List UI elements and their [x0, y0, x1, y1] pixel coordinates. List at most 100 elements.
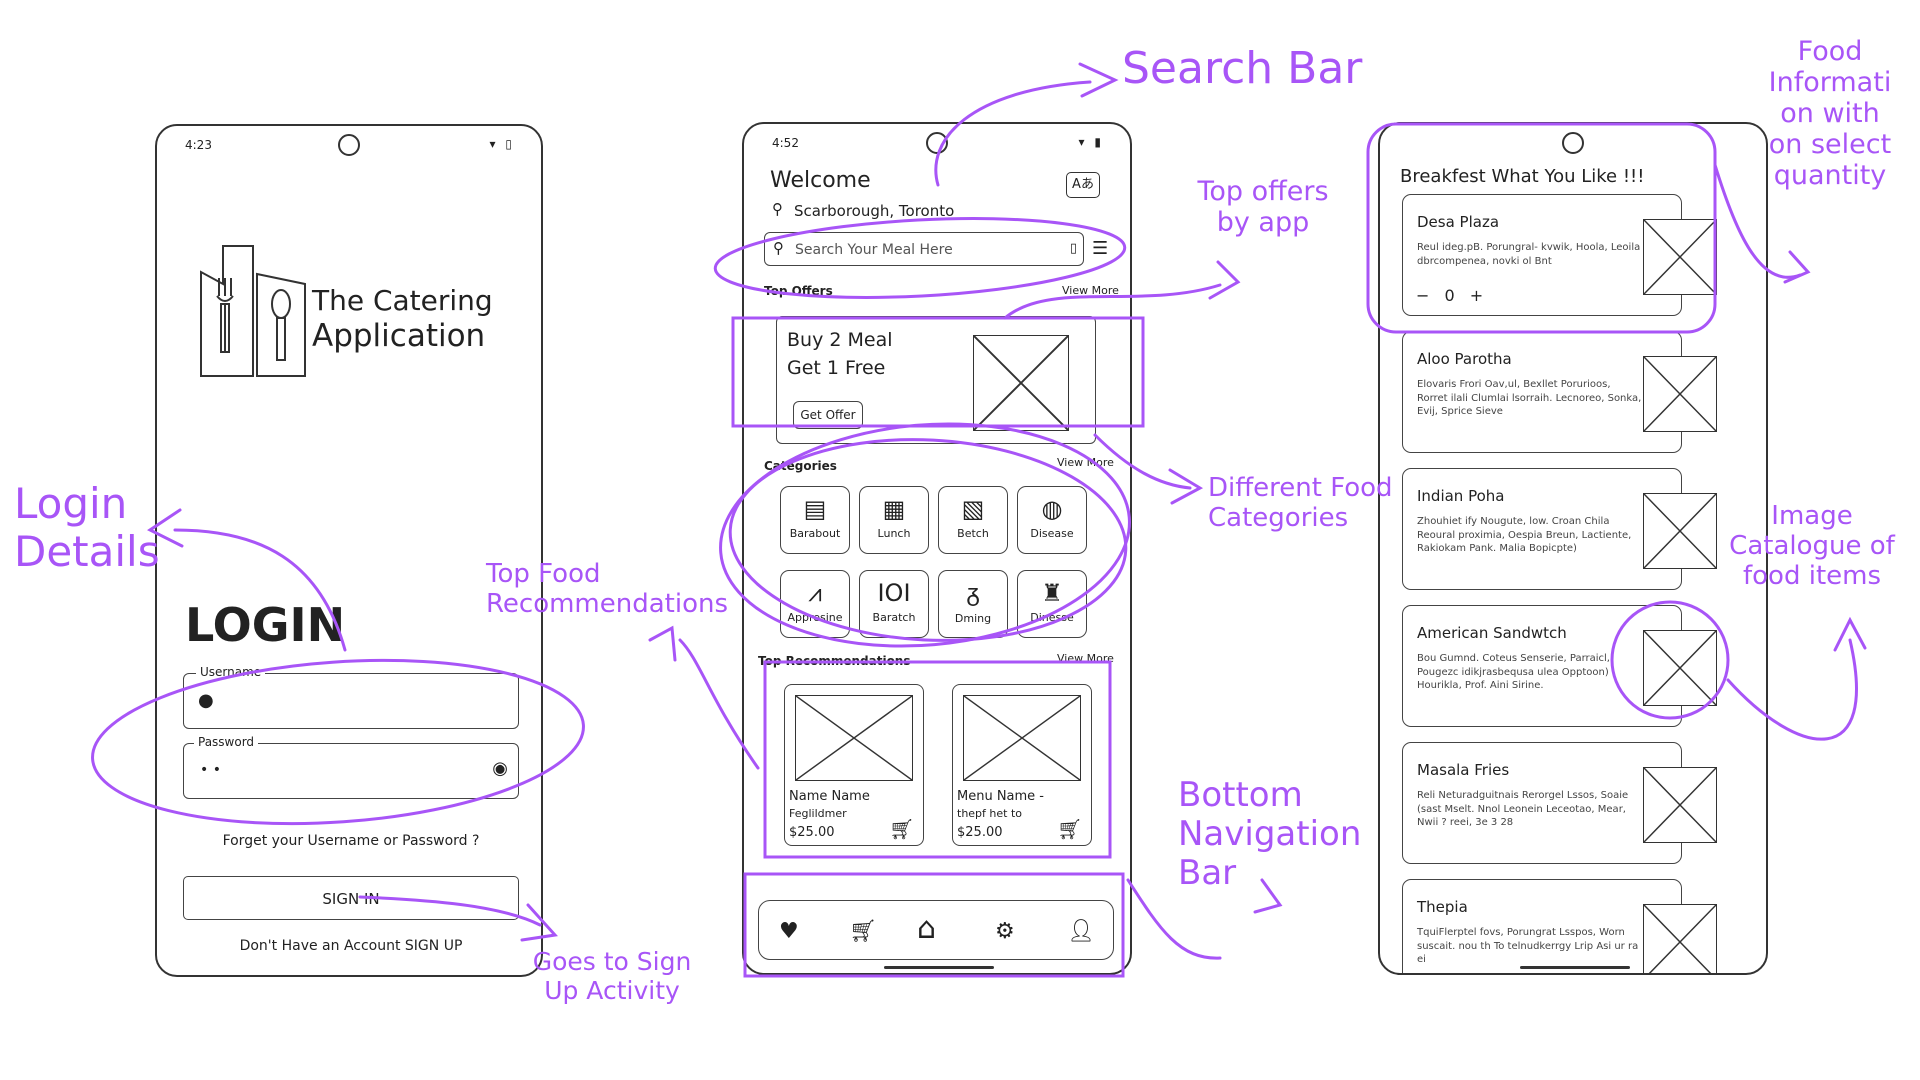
login-heading: LOGIN: [185, 598, 346, 652]
sign-in-button[interactable]: SIGN IN: [183, 876, 519, 920]
mic-icon[interactable]: ▯: [1069, 241, 1077, 256]
food-item-name: Thepia: [1417, 898, 1468, 916]
search-icon: ⚲: [773, 239, 784, 257]
food-item-description: Reul ideg.pB. Porungral- kvwik, Hoola, L…: [1417, 242, 1641, 267]
rec-price: $25.00: [957, 825, 1003, 840]
login-phone: 4:23 ▾ ▯ The Catering Application LOGIN …: [155, 124, 543, 977]
forgot-password-link[interactable]: Forget your Username or Password ?: [222, 833, 480, 849]
search-placeholder: Search Your Meal Here: [795, 242, 953, 258]
quantity-stepper[interactable]: − 0 +: [1416, 286, 1483, 305]
username-field[interactable]: Username ●: [183, 665, 519, 729]
annotation-food-info: Food Informati on with on select quantit…: [1768, 36, 1892, 192]
home-indicator: [884, 966, 994, 969]
category-icon: ◍: [1041, 495, 1063, 523]
qty-value: 0: [1444, 286, 1455, 305]
food-item-description: Zhouhiet ify Nougute, low. Croan Chila R…: [1417, 516, 1632, 554]
category-icon: ▤: [803, 495, 827, 523]
food-item-description: Elovaris Frori Oav,ul, Bexllet Porurioos…: [1417, 379, 1642, 417]
app-title-line2: Application: [312, 318, 486, 354]
status-icons: ▾ ▯: [489, 137, 515, 151]
status-icons: ▾ ▮: [1078, 135, 1104, 149]
location-text: Scarborough, Toronto: [794, 202, 955, 220]
category-icon: ▧: [961, 495, 985, 523]
recommendations-view-more[interactable]: View More: [1057, 652, 1114, 665]
top-offers-label: Top Offers: [764, 284, 833, 298]
heart-icon[interactable]: ♥: [779, 919, 799, 944]
rec-image: [795, 695, 913, 781]
cart-icon[interactable]: 🛒︎: [849, 919, 877, 944]
food-item-description: TquiFlerptel fovs, Porungrat Lsspos, Wor…: [1417, 927, 1639, 965]
menu-heading: Breakfest What You Like !!!: [1400, 166, 1645, 187]
category-tile[interactable]: ♜Dinesse: [1017, 570, 1087, 638]
search-input[interactable]: ⚲ Search Your Meal Here ▯: [764, 232, 1084, 266]
username-label: Username: [196, 665, 266, 679]
category-label: Dinesse: [1030, 611, 1074, 624]
gear-icon[interactable]: ⚙: [995, 919, 1015, 944]
category-tile[interactable]: ⩘ Appresine: [780, 570, 850, 638]
food-item-name: Masala Fries: [1417, 761, 1510, 779]
category-tile[interactable]: ◍Disease: [1017, 486, 1087, 554]
home-icon[interactable]: ⌂: [917, 911, 937, 946]
rec-price: $25.00: [789, 825, 835, 840]
category-icon: ⩘: [808, 579, 822, 607]
food-item-image: [1643, 219, 1717, 295]
rec-sub: Feglildmer: [789, 807, 847, 820]
food-item-name: Aloo Parotha: [1417, 350, 1512, 368]
cart-icon[interactable]: 🛒︎: [1057, 817, 1083, 841]
category-tile[interactable]: ▧Betch: [938, 486, 1008, 554]
offer-image: [973, 335, 1069, 431]
password-value: • •: [200, 762, 221, 778]
profile-icon[interactable]: 👤︎: [1067, 919, 1095, 944]
annotation-image-catalogue: Image Catalogue of food items: [1729, 501, 1895, 591]
filter-icon[interactable]: ☰: [1092, 238, 1109, 259]
categories-view-more[interactable]: View More: [1057, 456, 1114, 469]
sign-up-link[interactable]: Don't Have an Account SIGN UP: [239, 938, 463, 954]
food-item-name: American Sandwtch: [1417, 624, 1567, 642]
get-offer-label: Get Offer: [800, 408, 856, 422]
top-offers-view-more[interactable]: View More: [1062, 284, 1119, 297]
sign-in-label: SIGN IN: [322, 890, 380, 908]
camera-cutout: [1562, 132, 1584, 154]
food-item-image: [1643, 767, 1717, 843]
password-field[interactable]: Password • • ◉: [183, 735, 519, 799]
category-icon: ▦: [882, 495, 906, 523]
user-icon: ●: [198, 690, 214, 711]
eye-icon[interactable]: ◉: [492, 758, 508, 779]
annotation-top-offers: Top offers by app: [1197, 176, 1329, 239]
location-pin-icon: ⚲: [772, 200, 783, 218]
category-tile[interactable]: ▦Lunch: [859, 486, 929, 554]
food-item-image: [1643, 493, 1717, 569]
get-offer-button[interactable]: Get Offer: [793, 401, 863, 429]
rec-card[interactable]: Name Name Feglildmer $25.00 🛒︎: [784, 684, 924, 846]
qty-minus-button[interactable]: −: [1416, 286, 1430, 305]
cart-icon[interactable]: 🛒︎: [889, 817, 915, 841]
rec-sub: thepf het to: [957, 807, 1022, 820]
offer-line2: Get 1 Free: [787, 357, 886, 379]
camera-cutout: [338, 134, 360, 156]
food-item-image: [1643, 356, 1717, 432]
annotation-login-details: Login Details: [14, 479, 160, 577]
food-item-description: Bou Gumnd. Coteus Senserie, Parraicl, Po…: [1417, 653, 1610, 691]
welcome-title: Welcome: [770, 168, 871, 193]
translate-icon[interactable]: Aあ: [1066, 172, 1100, 198]
home-indicator: [1520, 966, 1630, 969]
food-item-name: Desa Plaza: [1417, 213, 1500, 231]
food-item-name: Indian Poha: [1417, 487, 1505, 505]
offer-card[interactable]: Buy 2 Meal Get 1 Free Get Offer: [776, 316, 1096, 444]
category-tile[interactable]: ▤Barabout: [780, 486, 850, 554]
qty-plus-button[interactable]: +: [1469, 286, 1484, 305]
app-title-line1: The Catering: [312, 284, 493, 317]
category-label: Appresine: [787, 611, 843, 624]
password-label: Password: [194, 735, 259, 749]
recommendations-label: Top Recommendations: [758, 654, 911, 668]
rec-card[interactable]: Menu Name - thepf het to $25.00 🛒︎: [952, 684, 1092, 846]
category-icon: IOI: [877, 579, 911, 607]
